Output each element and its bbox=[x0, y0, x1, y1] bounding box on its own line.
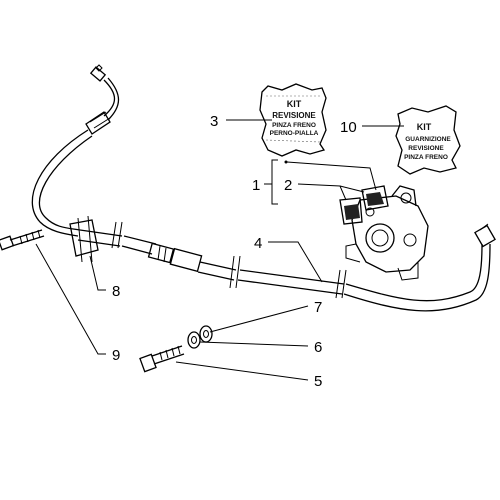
kit3-line2: REVISIONE bbox=[272, 111, 316, 120]
callout-7: 7 bbox=[314, 299, 322, 316]
kit10-line4: PINZA FRENO bbox=[404, 154, 448, 161]
callout-10: 10 bbox=[340, 119, 357, 136]
washer-6 bbox=[187, 331, 201, 349]
brake-hose bbox=[31, 64, 496, 312]
kit10-line3: REVISIONE bbox=[408, 145, 444, 152]
washer-7 bbox=[199, 325, 213, 343]
clamp-screw bbox=[0, 229, 45, 251]
callout-5: 5 bbox=[314, 373, 322, 390]
callout-numbers: 3 10 1 2 4 8 7 6 9 5 bbox=[112, 113, 357, 390]
brake-pads bbox=[339, 185, 389, 225]
kit3-line3: PINZA FRENO bbox=[272, 122, 316, 129]
hose-middle-fitting bbox=[147, 242, 203, 273]
callout-6: 6 bbox=[314, 339, 322, 356]
kit-bag-3: KIT REVISIONE PINZA FRENO PERNO-PIALLA bbox=[259, 83, 327, 157]
kit3-line1: KIT bbox=[287, 99, 302, 109]
kit10-line2: GUARNIZIONE bbox=[405, 136, 451, 143]
hose-end-fitting bbox=[474, 223, 496, 248]
callout-1: 1 bbox=[252, 177, 260, 194]
callout-8: 8 bbox=[112, 283, 120, 300]
callout-3: 3 bbox=[210, 113, 218, 130]
hose-clamp bbox=[69, 215, 99, 263]
brake-caliper bbox=[345, 185, 429, 281]
kit10-line1: KIT bbox=[417, 122, 432, 132]
kit3-line4: PERNO-PIALLA bbox=[270, 130, 319, 137]
callout-2: 2 bbox=[284, 177, 292, 194]
leader-lines bbox=[35, 119, 404, 381]
callout-4: 4 bbox=[254, 235, 262, 252]
caliper-screw bbox=[139, 345, 185, 373]
hose-top-fitting bbox=[89, 64, 107, 82]
kit-bag-10: KIT GUARNIZIONE REVISIONE PINZA FRENO bbox=[395, 105, 461, 175]
callout-9: 9 bbox=[112, 347, 120, 364]
hose-crimp-sleeve bbox=[85, 111, 111, 135]
